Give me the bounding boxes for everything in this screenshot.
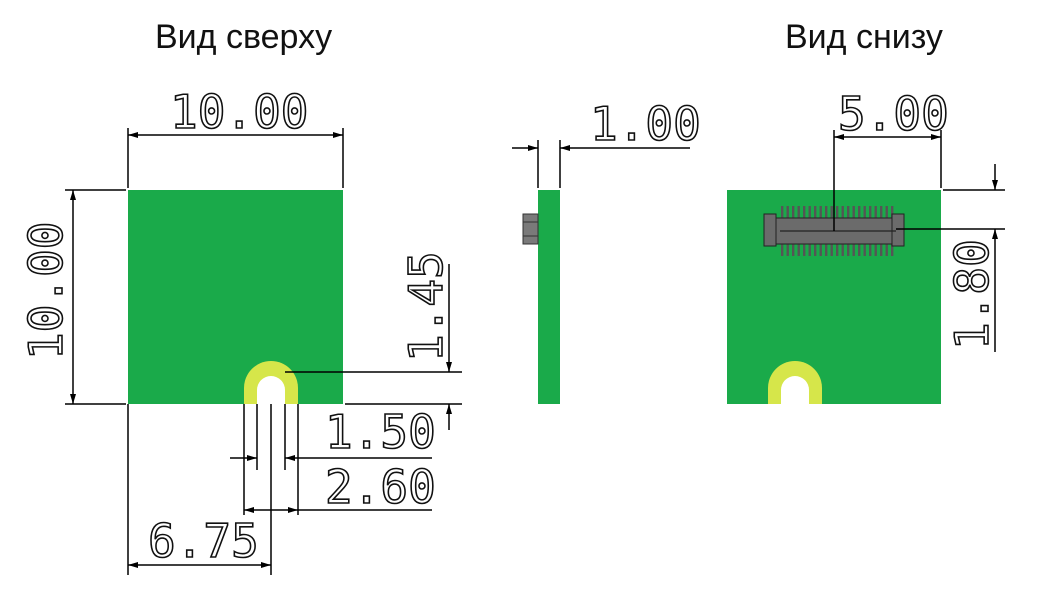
dim-slot-inner: 1.50 (325, 405, 436, 459)
connector-pin (858, 244, 861, 256)
connector-end-left (763, 213, 777, 247)
bottom-view-title: Вид снизу (785, 18, 943, 56)
side-connector (522, 213, 539, 245)
connector-pin (825, 244, 828, 256)
connector-pin (847, 206, 850, 218)
bottom-slot-cut (781, 376, 809, 404)
connector-pin (792, 206, 795, 218)
connector-pin (869, 206, 872, 218)
dim-top-width: 10.00 (170, 85, 308, 139)
connector-pin (836, 206, 839, 218)
dim-top-height: 10.00 (19, 222, 73, 360)
side-view: 1.00 (512, 96, 702, 404)
connector-pin (819, 206, 822, 218)
connector-pin (836, 244, 839, 256)
connector-pin (880, 206, 883, 218)
dim-connector-length: 5.00 (838, 87, 949, 141)
connector-pin (803, 206, 806, 218)
connector-pin (792, 244, 795, 256)
side-board (538, 190, 560, 404)
connector-pin (863, 244, 866, 256)
connector-pin (830, 244, 833, 256)
bottom-connector (781, 206, 894, 256)
connector-pin (874, 244, 877, 256)
connector-pin (880, 244, 883, 256)
connector-pin (797, 244, 800, 256)
connector-pin (814, 206, 817, 218)
connector-pin (781, 206, 784, 218)
dim-slot-depth: 1.45 (399, 251, 453, 362)
top-slot-cut (257, 376, 285, 404)
connector-pin (891, 206, 894, 218)
connector-pin (874, 206, 877, 218)
dim-slot-offset: 6.75 (148, 514, 259, 568)
connector-pin (786, 244, 789, 256)
connector-pin (863, 206, 866, 218)
connector-pin (841, 206, 844, 218)
dim-side-thickness: 1.00 (590, 97, 701, 151)
connector-pin (847, 244, 850, 256)
connector-pin (852, 244, 855, 256)
connector-pin (797, 206, 800, 218)
connector-pin (814, 244, 817, 256)
connector-pin (786, 206, 789, 218)
top-board (128, 190, 343, 404)
connector-pin (830, 206, 833, 218)
bottom-view: 5.00 1.80 (727, 86, 1005, 404)
dim-slot-outer: 2.60 (325, 460, 436, 514)
dim-connector-offset: 1.80 (945, 239, 999, 350)
connector-pin (885, 244, 888, 256)
connector-pin (781, 244, 784, 256)
connector-pin (803, 244, 806, 256)
connector-pin (808, 244, 811, 256)
connector-pin (841, 244, 844, 256)
top-view-title: Вид сверху (155, 18, 332, 56)
top-view: 10.00 10.00 1.45 1.50 2.60 6.75 (18, 84, 462, 575)
connector-pin (885, 206, 888, 218)
connector-pin (858, 206, 861, 218)
connector-pin (891, 244, 894, 256)
connector-pin (808, 206, 811, 218)
connector-pin (869, 244, 872, 256)
connector-pin (825, 206, 828, 218)
connector-pin (852, 206, 855, 218)
connector-pin (819, 244, 822, 256)
connector-end-right (891, 213, 905, 247)
